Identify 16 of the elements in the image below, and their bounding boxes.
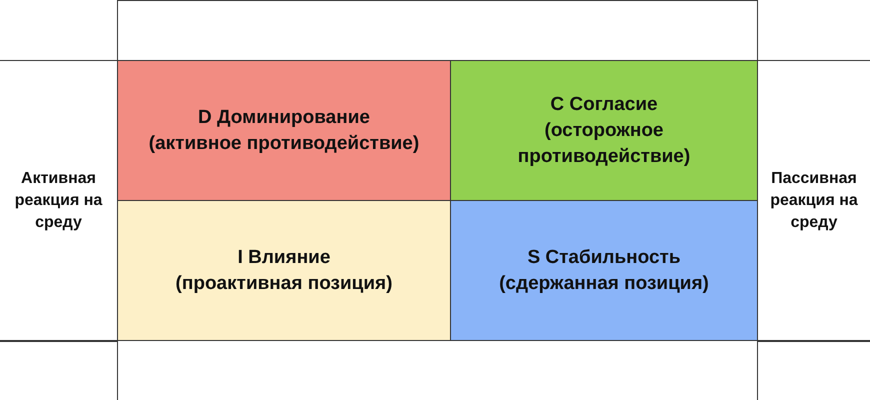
quadrant-subtitle: (осторожное противодействие) [516, 118, 692, 168]
quadrant-cell [117, 60, 451, 201]
quadrant-cell [117, 200, 451, 341]
side-label: Активная реакция на среду [14, 169, 104, 233]
quadrant-title: S Стабильность [527, 246, 681, 270]
quadrant-subtitle: (сдержанная позиция) [499, 272, 709, 296]
quadrant-subtitle: (активное противодействие) [148, 132, 420, 156]
footer-cell [117, 340, 758, 400]
side-label: Пассивная реакция на среду [769, 169, 859, 233]
header-cell [117, 0, 758, 61]
quadrant-subtitle: (проактивная позиция) [176, 272, 392, 296]
quadrant-title: C Согласие [550, 92, 658, 116]
quadrant-cell [450, 200, 758, 341]
quadrant-cell [450, 60, 758, 201]
quadrant-title: I Влияние [238, 246, 330, 270]
quadrant-title: D Доминирование [198, 106, 370, 130]
